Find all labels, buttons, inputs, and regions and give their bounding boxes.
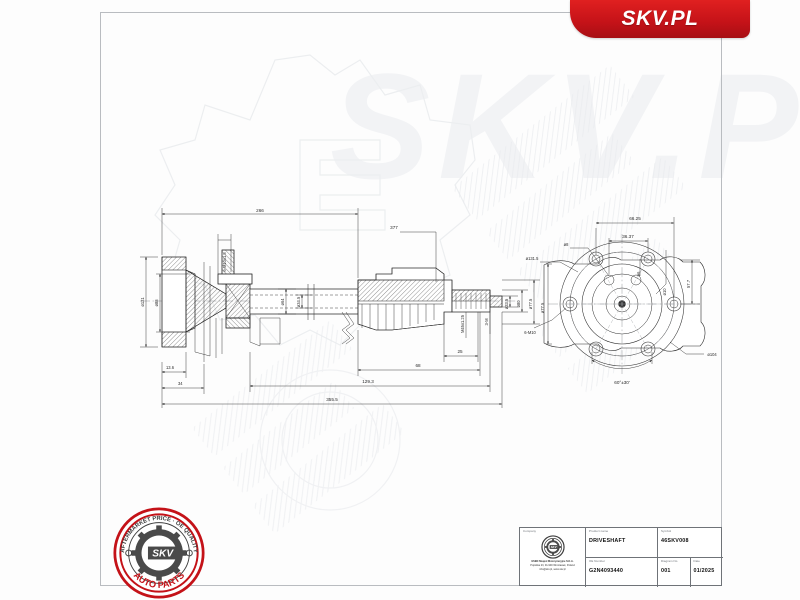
dim-dia335: ø33.5: [504, 298, 509, 309]
dim-angle: 60°±30': [614, 380, 630, 385]
dim-6-m10x15: 6-M10x1.5: [222, 252, 227, 272]
dim-3m: 3-M: [484, 318, 489, 326]
product-value: DRIVESHAFT: [589, 538, 626, 545]
dim-136: 13.6: [166, 365, 175, 370]
dim-377: 377: [390, 225, 398, 230]
titleblock-date-sub: Date 01/2025: [691, 558, 724, 587]
company-label: Company: [523, 529, 537, 533]
dim-m45x125: M45x1.25: [460, 314, 465, 333]
dim-dia775: ø77.5: [528, 298, 533, 309]
dim-266: 266: [256, 208, 264, 213]
dim-34: 34: [178, 381, 183, 386]
svg-text:SKV: SKV: [550, 545, 557, 549]
dim-3555: 355.5: [326, 397, 338, 402]
dim-dia6: ø6: [636, 271, 641, 277]
skv-brand-banner: SKV.PL: [570, 0, 750, 38]
dim-68: 68: [415, 363, 421, 368]
dim-dia10: ø10: [662, 288, 667, 296]
product-label: Product name: [589, 529, 609, 533]
company-web: info@skv.pl, www.skv.pl: [539, 568, 566, 572]
dim-dia80: ø80: [516, 300, 521, 308]
titleblock-symbol-cell: Symbol 46SKV008: [658, 528, 723, 558]
dim-6-m10: 6-M10: [524, 330, 536, 335]
dim-dia121: ø121: [140, 297, 145, 307]
dim-1293: 129.3: [362, 379, 374, 384]
dim-dia775-right: ø77.5: [540, 302, 545, 313]
dim-dia64: ø64: [280, 298, 285, 306]
dim-dia1315: ø131.5: [526, 256, 539, 261]
titleblock-product-cell: Product name DRIVESHAFT: [586, 528, 658, 558]
symbol-label: Symbol: [661, 529, 672, 533]
longitudinal-section-view: [140, 249, 520, 362]
company-address: Popiotka 23, 01-900 Wroclawek, Poland: [530, 564, 575, 568]
titleblock-oe-cell: OE Number G2N4093440: [586, 558, 658, 587]
company-name: ESEN Skupol Motoryzacyjne S.K.A.: [531, 560, 574, 564]
brand-text: SKV.PL: [621, 7, 699, 30]
title-block: Company SKV ESEN Skupol Motoryzacyjne S.…: [519, 527, 723, 587]
titleblock-diagram-date-cell: Diagram No 001 Date 01/2025: [658, 558, 723, 587]
dim-dia104: ø104: [707, 352, 717, 357]
titleblock-diagram-sub: Diagram No 001: [658, 558, 691, 587]
dim-3637: 36.37: [622, 234, 634, 239]
date-value: 01/2025: [693, 568, 715, 575]
drawing-frame: [100, 12, 722, 586]
skv-auto-parts-emblem: SKV AFTERMARKET PRICE · OE QUALITY AUTO …: [113, 507, 205, 599]
dim-dia8: ø8: [564, 242, 570, 247]
dim-dia345: ø34.5: [296, 296, 301, 307]
company-logo-icon: SKV: [540, 535, 565, 559]
diagram-label: Diagram No: [661, 559, 678, 563]
emblem-center-text: SKV: [152, 549, 174, 560]
diagram-value: 001: [661, 568, 671, 575]
dim-25: 25: [457, 349, 463, 354]
oe-value: G2N4093440: [589, 568, 624, 575]
dim-dia88: ø88: [154, 299, 159, 307]
titleblock-company-cell: Company SKV ESEN Skupol Motoryzacyjne S.…: [520, 528, 586, 587]
symbol-value: 46SKV008: [661, 538, 689, 545]
date-label: Date: [693, 559, 701, 563]
dim-577: 57.7: [686, 279, 691, 288]
technical-drawing: 266 6-M10x1.5 ø121 ø88 ø64 ø34.5 13.6 34…: [140, 208, 717, 408]
dim-6625: 66.25: [629, 216, 641, 221]
oe-label: OE Number: [589, 559, 606, 563]
